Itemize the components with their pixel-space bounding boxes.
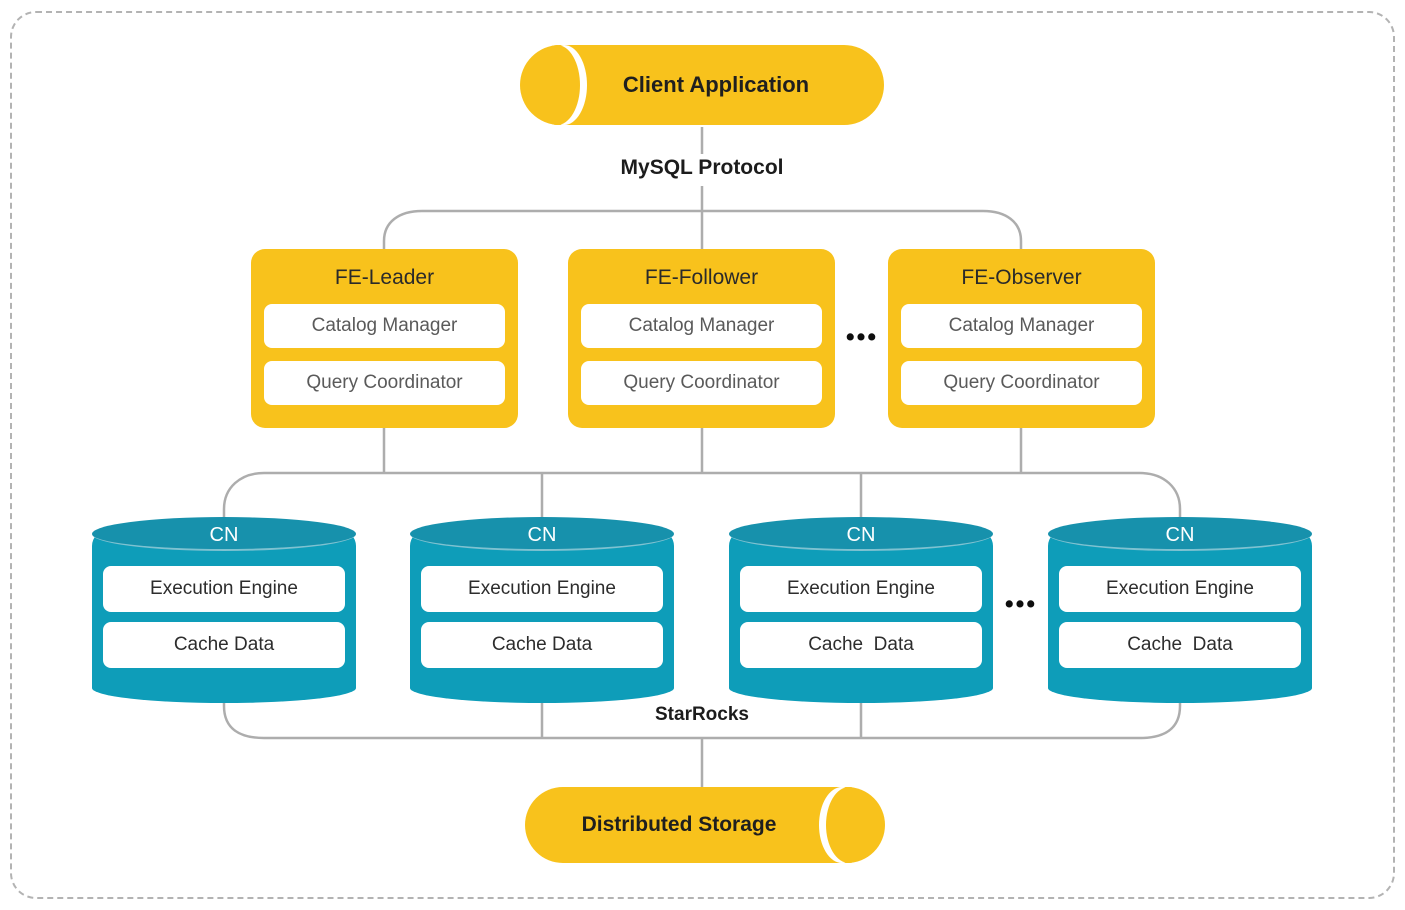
distributed-storage-node: Distributed Storage xyxy=(525,787,885,863)
catalog-manager-chip: Catalog Manager xyxy=(264,304,505,348)
client-application-label: Client Application xyxy=(622,72,810,97)
execution-engine-label: Execution Engine xyxy=(150,578,298,599)
cn-cylinder-body xyxy=(92,530,356,703)
cache-data-chip: Cache Data xyxy=(740,622,982,668)
cn-cylinder-top xyxy=(1048,517,1312,551)
cn-node: CN Execution Engine Cache Data xyxy=(92,517,356,703)
cn-cylinder-body xyxy=(729,530,993,703)
cn-title: CN xyxy=(209,524,239,546)
fe-follower-node: FE-Follower Catalog Manager Query Coordi… xyxy=(568,249,835,428)
execution-engine-chip: Execution Engine xyxy=(103,566,345,612)
cn-node: CN Execution Engine Cache Data xyxy=(729,517,993,703)
cn-title: CN xyxy=(846,524,876,546)
fe-observer-node: FE-Observer Catalog Manager Query Coordi… xyxy=(888,249,1155,428)
cn-node: CN Execution Engine Cache Data xyxy=(410,517,674,703)
cache-data-chip: Cache Data xyxy=(103,622,345,668)
catalog-manager-chip: Catalog Manager xyxy=(581,304,822,348)
cache-data-label: Cache Data xyxy=(173,634,275,655)
fe-node-title: FE-Leader xyxy=(334,266,435,289)
cache-data-label: Cache Data xyxy=(1127,634,1233,655)
cn-cylinder-top xyxy=(92,517,356,551)
query-coordinator-chip: Query Coordinator xyxy=(581,361,822,405)
client-cylinder-cap xyxy=(534,45,580,125)
mysql-protocol-label: MySQL Protocol xyxy=(620,156,784,179)
cn-ellipsis-dots: ••• xyxy=(1004,590,1038,618)
connector-mid-bus xyxy=(222,471,1182,518)
connector-fe-top-bus xyxy=(382,209,1023,250)
cn-title: CN xyxy=(527,524,557,546)
cn-cylinder-top xyxy=(410,517,674,551)
execution-engine-label: Execution Engine xyxy=(787,578,935,599)
distributed-storage-label: Distributed Storage xyxy=(581,813,777,836)
cn-title: CN xyxy=(1165,524,1195,546)
query-coordinator-chip: Query Coordinator xyxy=(264,361,505,405)
client-application-node: Client Application xyxy=(520,45,884,125)
catalog-manager-chip: Catalog Manager xyxy=(901,304,1142,348)
execution-engine-chip: Execution Engine xyxy=(421,566,663,612)
fe-node-title: FE-Observer xyxy=(961,266,1082,289)
execution-engine-chip: Execution Engine xyxy=(740,566,982,612)
cn-cylinder-body xyxy=(410,530,674,703)
execution-engine-chip: Execution Engine xyxy=(1059,566,1301,612)
cache-data-chip: Cache Data xyxy=(421,622,663,668)
storage-cylinder-cap xyxy=(826,787,872,863)
cache-data-label: Cache Data xyxy=(491,634,593,655)
fe-leader-node: FE-Leader Catalog Manager Query Coordina… xyxy=(251,249,518,428)
cache-data-label: Cache Data xyxy=(808,634,914,655)
starrocks-cluster-label: StarRocks xyxy=(655,704,749,725)
cn-cylinder-top xyxy=(729,517,993,551)
query-coordinator-chip: Query Coordinator xyxy=(901,361,1142,405)
fe-ellipsis-dots: ••• xyxy=(845,323,879,351)
cache-data-chip: Cache Data xyxy=(1059,622,1301,668)
execution-engine-label: Execution Engine xyxy=(468,578,616,599)
cn-node: CN Execution Engine Cache Data xyxy=(1048,517,1312,703)
fe-node-title: FE-Follower xyxy=(644,266,759,289)
cn-cylinder-body xyxy=(1048,530,1312,703)
execution-engine-label: Execution Engine xyxy=(1106,578,1254,599)
